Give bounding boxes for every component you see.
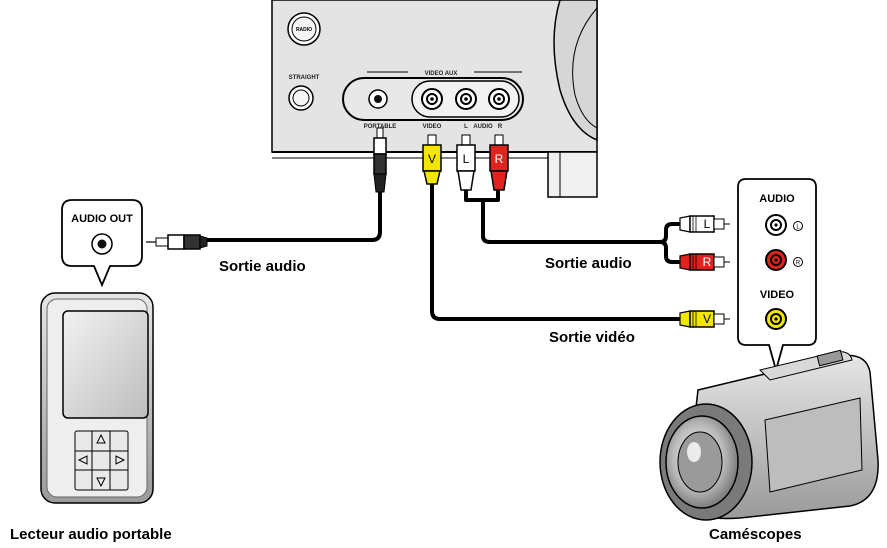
cables	[203, 180, 682, 321]
right-plug-camcorder-label: R	[703, 255, 712, 269]
camcorder-video-output-label: Sortie vidéo	[549, 329, 635, 346]
camcorder: AUDIO L R VIDEO	[659, 178, 879, 521]
right-channel-mark: R	[796, 261, 801, 267]
portable-audio-cable	[203, 190, 382, 242]
portable-audio-player: AUDIO OUT	[40, 199, 154, 504]
video-plug-receiver: V	[422, 134, 442, 185]
camcorder-video-label: VIDEO	[760, 289, 795, 301]
right-plug-receiver: R	[489, 134, 509, 191]
camcorder-video-jack	[765, 308, 787, 330]
player-screen	[62, 310, 149, 419]
video-plug-receiver-label: V	[428, 152, 436, 166]
left-channel-mark-icon	[793, 221, 803, 231]
camcorder-audio-label: AUDIO	[759, 193, 795, 205]
video-plug-camcorder-label: V	[703, 312, 711, 326]
right-plug-camcorder: R	[679, 253, 730, 271]
video-aux-label: VIDEO AUX	[425, 71, 458, 77]
audio-out-label: AUDIO OUT	[71, 213, 133, 225]
right-channel-mark-icon	[793, 257, 803, 267]
volume-knob	[553, 0, 598, 142]
camcorder-audio-r-jack	[765, 249, 787, 271]
portable-mini-plug	[373, 127, 387, 193]
camcorder-side-panel	[764, 397, 863, 493]
video-cable	[430, 180, 682, 321]
player-dpad	[74, 430, 129, 491]
camcorder-caption: Caméscopes	[709, 526, 802, 543]
radio-button: RADIO	[287, 12, 321, 46]
r-jack-label: R	[498, 124, 503, 130]
left-channel-mark: L	[796, 225, 800, 231]
left-plug-receiver-label: L	[463, 152, 470, 166]
down-arrow-icon	[96, 477, 106, 488]
audio-cable-main	[481, 198, 662, 244]
receiver-panel-body	[271, 0, 598, 153]
receiver-front-panel: RADIO STRAIGHT VIDEO AUX	[271, 0, 598, 198]
left-arrow-icon	[77, 455, 88, 465]
player-audio-output-label: Sortie audio	[219, 258, 306, 275]
left-plug-camcorder-label: L	[704, 217, 711, 231]
right-arrow-icon	[115, 455, 126, 465]
l-jack-label: L	[464, 124, 468, 130]
audio-cable-r-branch	[658, 240, 682, 264]
camcorder-audio-output-label: Sortie audio	[545, 255, 632, 272]
up-arrow-icon	[96, 433, 106, 444]
portable-jack-label: PORTABLE	[364, 124, 397, 130]
audio-out-bubble: AUDIO OUT	[61, 199, 143, 288]
audio-l-jack	[455, 88, 477, 110]
camcorder-jack-panel: AUDIO L R VIDEO	[737, 178, 817, 374]
right-plug-receiver-label: R	[495, 152, 504, 166]
left-plug-camcorder: L	[679, 215, 730, 233]
audio-r-jack	[488, 88, 510, 110]
straight-label: STRAIGHT	[289, 75, 320, 81]
player-mini-plug	[146, 234, 208, 250]
camcorder-audio-l-jack	[765, 214, 787, 236]
video-plug-camcorder: V	[679, 310, 730, 328]
video-jack-label: VIDEO	[423, 124, 442, 130]
video-jack	[421, 88, 443, 110]
left-plug-receiver: L	[456, 134, 476, 191]
straight-button	[288, 85, 314, 111]
audio-cable-l-branch	[658, 222, 682, 244]
player-caption: Lecteur audio portable	[10, 526, 172, 543]
svg-text:RADIO: RADIO	[296, 27, 312, 33]
audio-jack-label: AUDIO	[473, 124, 493, 130]
portable-jack	[368, 89, 388, 109]
